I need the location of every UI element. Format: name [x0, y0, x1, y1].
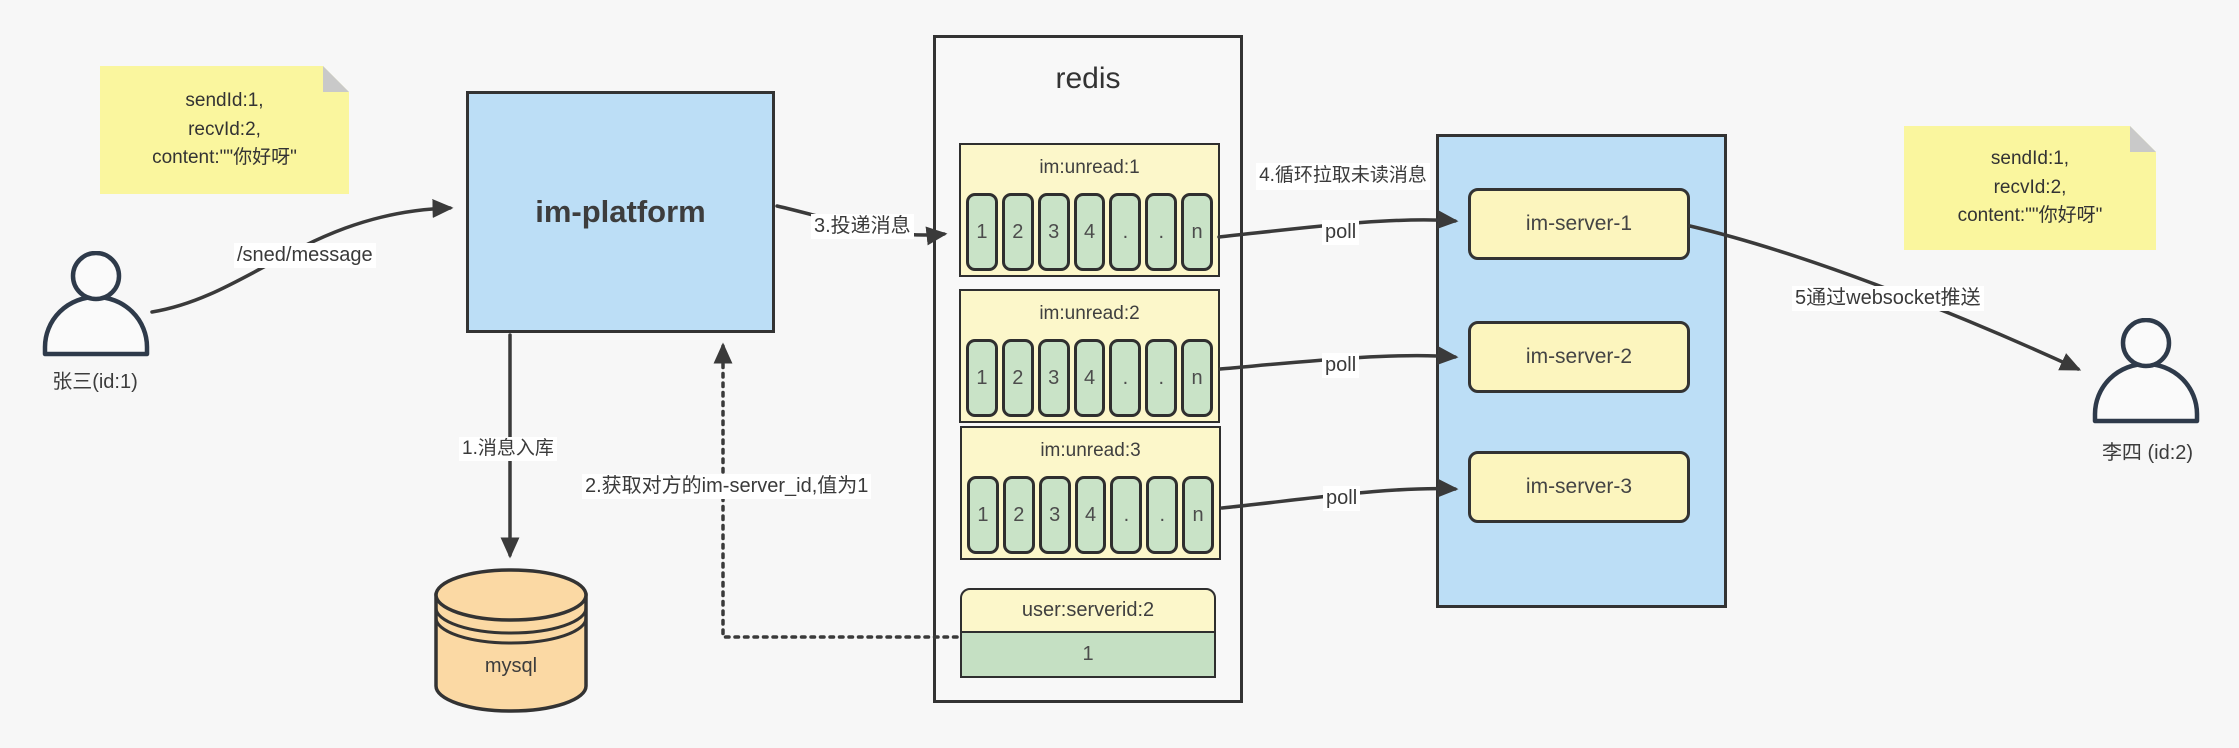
queue-cell: 3	[1037, 193, 1070, 271]
redis-queue-unread-2: im:unread:2 1 2 3 4 . . n	[959, 289, 1220, 423]
queue-cell: .	[1145, 193, 1178, 271]
queue-cell: .	[1109, 339, 1142, 417]
queue-cell: .	[1109, 193, 1142, 271]
im-server-3-node: im-server-3	[1468, 451, 1690, 523]
label-step4-poll-unread: 4.循环拉取未读消息	[1256, 163, 1430, 190]
redis-title: redis	[1055, 62, 1121, 95]
im-platform-node: im-platform	[466, 91, 775, 333]
im-server-2-node: im-server-2	[1468, 321, 1690, 393]
sticky-note-right: sendId:1, recvId:2, content:""你好呀"	[1904, 126, 2156, 250]
queue-cell: 2	[1002, 476, 1035, 554]
label-poll-1: poll	[1322, 220, 1360, 245]
note-line: sendId:1,	[1990, 148, 2070, 170]
queue-cell: 1	[966, 193, 998, 271]
queue-cell: .	[1146, 476, 1179, 554]
note-line: recvId:2,	[1993, 176, 2067, 198]
user-sender-icon	[42, 251, 150, 357]
im-server-1-node: im-server-1	[1468, 188, 1690, 260]
label-step3-deliver: 3.投递消息	[811, 214, 914, 239]
redis-queue-unread-1: im:unread:1 1 2 3 4 . . n	[959, 143, 1220, 277]
queue-cell: 2	[1001, 193, 1034, 271]
mysql-label: mysql	[484, 655, 538, 677]
label-poll-3: poll	[1323, 486, 1361, 511]
queue-cell: 3	[1037, 339, 1070, 417]
note-line: content:""你好呀"	[152, 147, 297, 169]
user-serverid-key: user:serverid:2	[960, 588, 1216, 633]
queue-cell: 3	[1038, 476, 1071, 554]
queue-cell: 1	[967, 476, 999, 554]
queue-cells: 1 2 3 4 . . n	[967, 476, 1215, 554]
queue-cell: n	[1181, 193, 1214, 271]
note-line: content:""你好呀"	[1957, 205, 2103, 227]
note-line: recvId:2,	[188, 118, 261, 140]
queue-cell: .	[1145, 339, 1178, 417]
label-step2-get-serverid: 2.获取对方的im-server_id,值为1	[582, 474, 872, 499]
label-poll-2: poll	[1322, 353, 1360, 378]
queue-cell: 4	[1073, 193, 1106, 271]
queue-cell: n	[1181, 339, 1214, 417]
user-receiver-icon	[2092, 318, 2200, 424]
queue-cells: 1 2 3 4 . . n	[966, 339, 1214, 417]
user-receiver-label: 李四 (id:2)	[2101, 442, 2194, 464]
queue-cell: .	[1110, 476, 1143, 554]
sticky-note-text: sendId:1, recvId:2, content:""你好呀"	[100, 66, 349, 194]
queue-cell: 4	[1074, 476, 1107, 554]
queue-header: im:unread:3	[1040, 440, 1141, 461]
sticky-note-text: sendId:1, recvId:2, content:""你好呀"	[1904, 126, 2156, 250]
user-serverid-value: 1	[960, 633, 1216, 678]
label-send-api: /sned/message	[234, 243, 376, 268]
label-step5-websocket: 5通过websocket推送	[1792, 286, 1984, 311]
queue-cells: 1 2 3 4 . . n	[966, 193, 1214, 271]
user-sender-label: 张三(id:1)	[52, 371, 138, 393]
mysql-database-icon	[434, 568, 588, 713]
queue-cell: n	[1182, 476, 1215, 554]
queue-header: im:unread:2	[1039, 303, 1140, 324]
redis-user-serverid-box: user:serverid:2 1	[960, 588, 1216, 678]
queue-cell: 1	[966, 339, 998, 417]
sticky-note-left: sendId:1, recvId:2, content:""你好呀"	[100, 66, 349, 194]
queue-cell: 4	[1073, 339, 1106, 417]
label-step1-save-db: 1.消息入库	[459, 437, 557, 461]
im-platform-label: im-platform	[535, 194, 706, 229]
redis-queue-unread-3: im:unread:3 1 2 3 4 . . n	[960, 426, 1221, 560]
queue-cell: 2	[1001, 339, 1034, 417]
note-line: sendId:1,	[185, 90, 264, 112]
queue-header: im:unread:1	[1039, 157, 1140, 178]
